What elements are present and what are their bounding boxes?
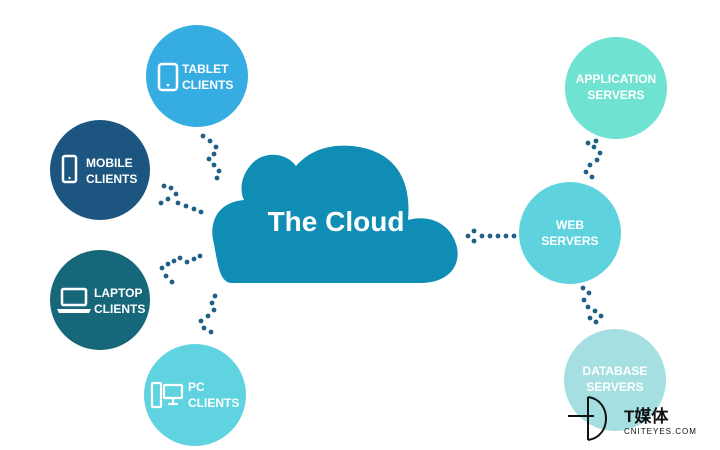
cloud-node: The Cloud bbox=[212, 145, 458, 283]
database-label-line1: DATABASE bbox=[583, 364, 648, 378]
tablet-label-line2: CLIENTS bbox=[182, 78, 233, 92]
connector-web-to-database bbox=[580, 285, 604, 325]
watermark-brand: T媒体 bbox=[624, 406, 669, 426]
desktop-pc-icon bbox=[150, 381, 184, 409]
pc-label-line1: PC bbox=[188, 380, 205, 394]
cloud-shape bbox=[212, 145, 458, 283]
web-label-line2: SERVERS bbox=[541, 234, 598, 248]
mobile-clients-node[interactable]: MOBILE CLIENTS bbox=[50, 120, 150, 220]
connector-web-to-cloud bbox=[465, 228, 517, 244]
application-label-line2: SERVERS bbox=[587, 88, 644, 102]
watermark-logo bbox=[568, 396, 607, 441]
laptop-label-line2: CLIENTS bbox=[94, 302, 145, 316]
connector-tablet-to-cloud bbox=[200, 133, 222, 181]
pc-clients-node[interactable]: PC CLIENTS bbox=[144, 344, 246, 446]
connector-pc-to-cloud bbox=[198, 293, 218, 335]
tablet-label-line1: TABLET bbox=[182, 62, 229, 76]
mobile-phone-icon bbox=[61, 154, 78, 184]
application-servers-node[interactable]: APPLICATION SERVERS bbox=[565, 37, 667, 139]
cloud-label: The Cloud bbox=[268, 206, 405, 237]
web-label-line1: WEB bbox=[556, 218, 584, 232]
mobile-label-line2: CLIENTS bbox=[86, 172, 137, 186]
connector-laptop-to-cloud bbox=[159, 253, 203, 285]
watermark-site: CNITEYES.COM bbox=[624, 427, 697, 436]
mobile-label-line1: MOBILE bbox=[86, 156, 133, 170]
connector-mobile-to-cloud bbox=[158, 183, 204, 215]
watermark: T媒体 CNITEYES.COM bbox=[568, 396, 697, 441]
pc-label-line2: CLIENTS bbox=[188, 396, 239, 410]
web-servers-node[interactable]: WEB SERVERS bbox=[519, 182, 621, 284]
database-servers-node[interactable]: DATABASE SERVERS bbox=[564, 329, 666, 431]
tablet-clients-node[interactable]: TABLET CLIENTS bbox=[146, 25, 248, 127]
laptop-label-line1: LAPTOP bbox=[94, 286, 142, 300]
database-label-line2: SERVERS bbox=[586, 380, 643, 394]
laptop-icon bbox=[57, 287, 91, 313]
tablet-icon bbox=[157, 62, 179, 92]
application-label-line1: APPLICATION bbox=[576, 72, 656, 86]
connector-web-to-application bbox=[583, 138, 603, 180]
laptop-clients-node[interactable]: LAPTOP CLIENTS bbox=[50, 250, 150, 350]
